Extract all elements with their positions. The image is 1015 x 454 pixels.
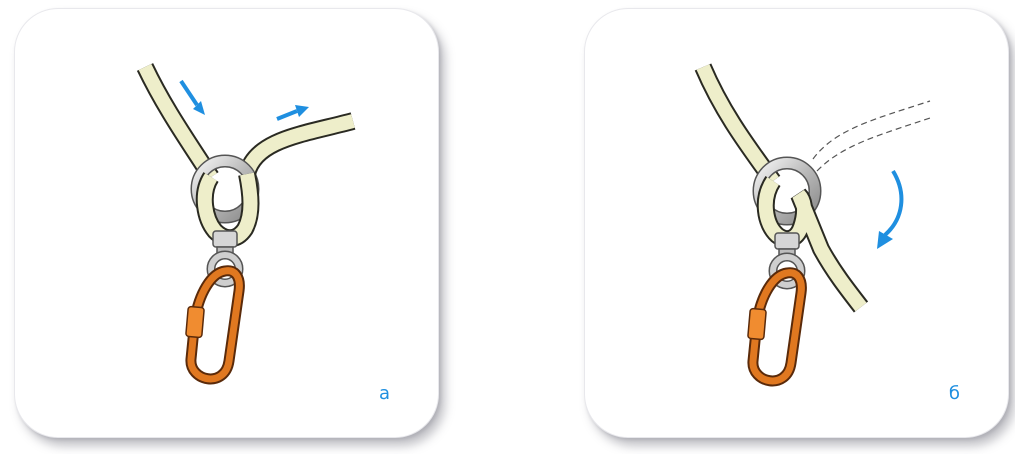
carabiner-icon (747, 267, 807, 387)
panel-b: б (584, 8, 1009, 438)
rope-ghost (812, 100, 934, 172)
panel-a-illustration (136, 63, 356, 385)
panel-b-card: б (584, 8, 1009, 438)
carabiner-icon (185, 265, 245, 385)
arrow-icon (179, 79, 205, 115)
swivel-icon (768, 232, 806, 290)
panel-label-b: б (948, 383, 960, 404)
panel-label-a: а (378, 383, 390, 404)
arrow-icon (276, 105, 309, 121)
rope-loop (756, 176, 869, 313)
rope-loop (195, 172, 260, 248)
panel-a: а (14, 8, 439, 438)
rope-standing-part (694, 63, 781, 187)
rope-running-end (238, 112, 356, 177)
arrow-icon (877, 169, 904, 249)
rope-standing-part (136, 63, 219, 182)
swivel-icon (206, 230, 244, 288)
panel-a-card: а (14, 8, 439, 438)
panel-b-illustration (694, 63, 934, 387)
